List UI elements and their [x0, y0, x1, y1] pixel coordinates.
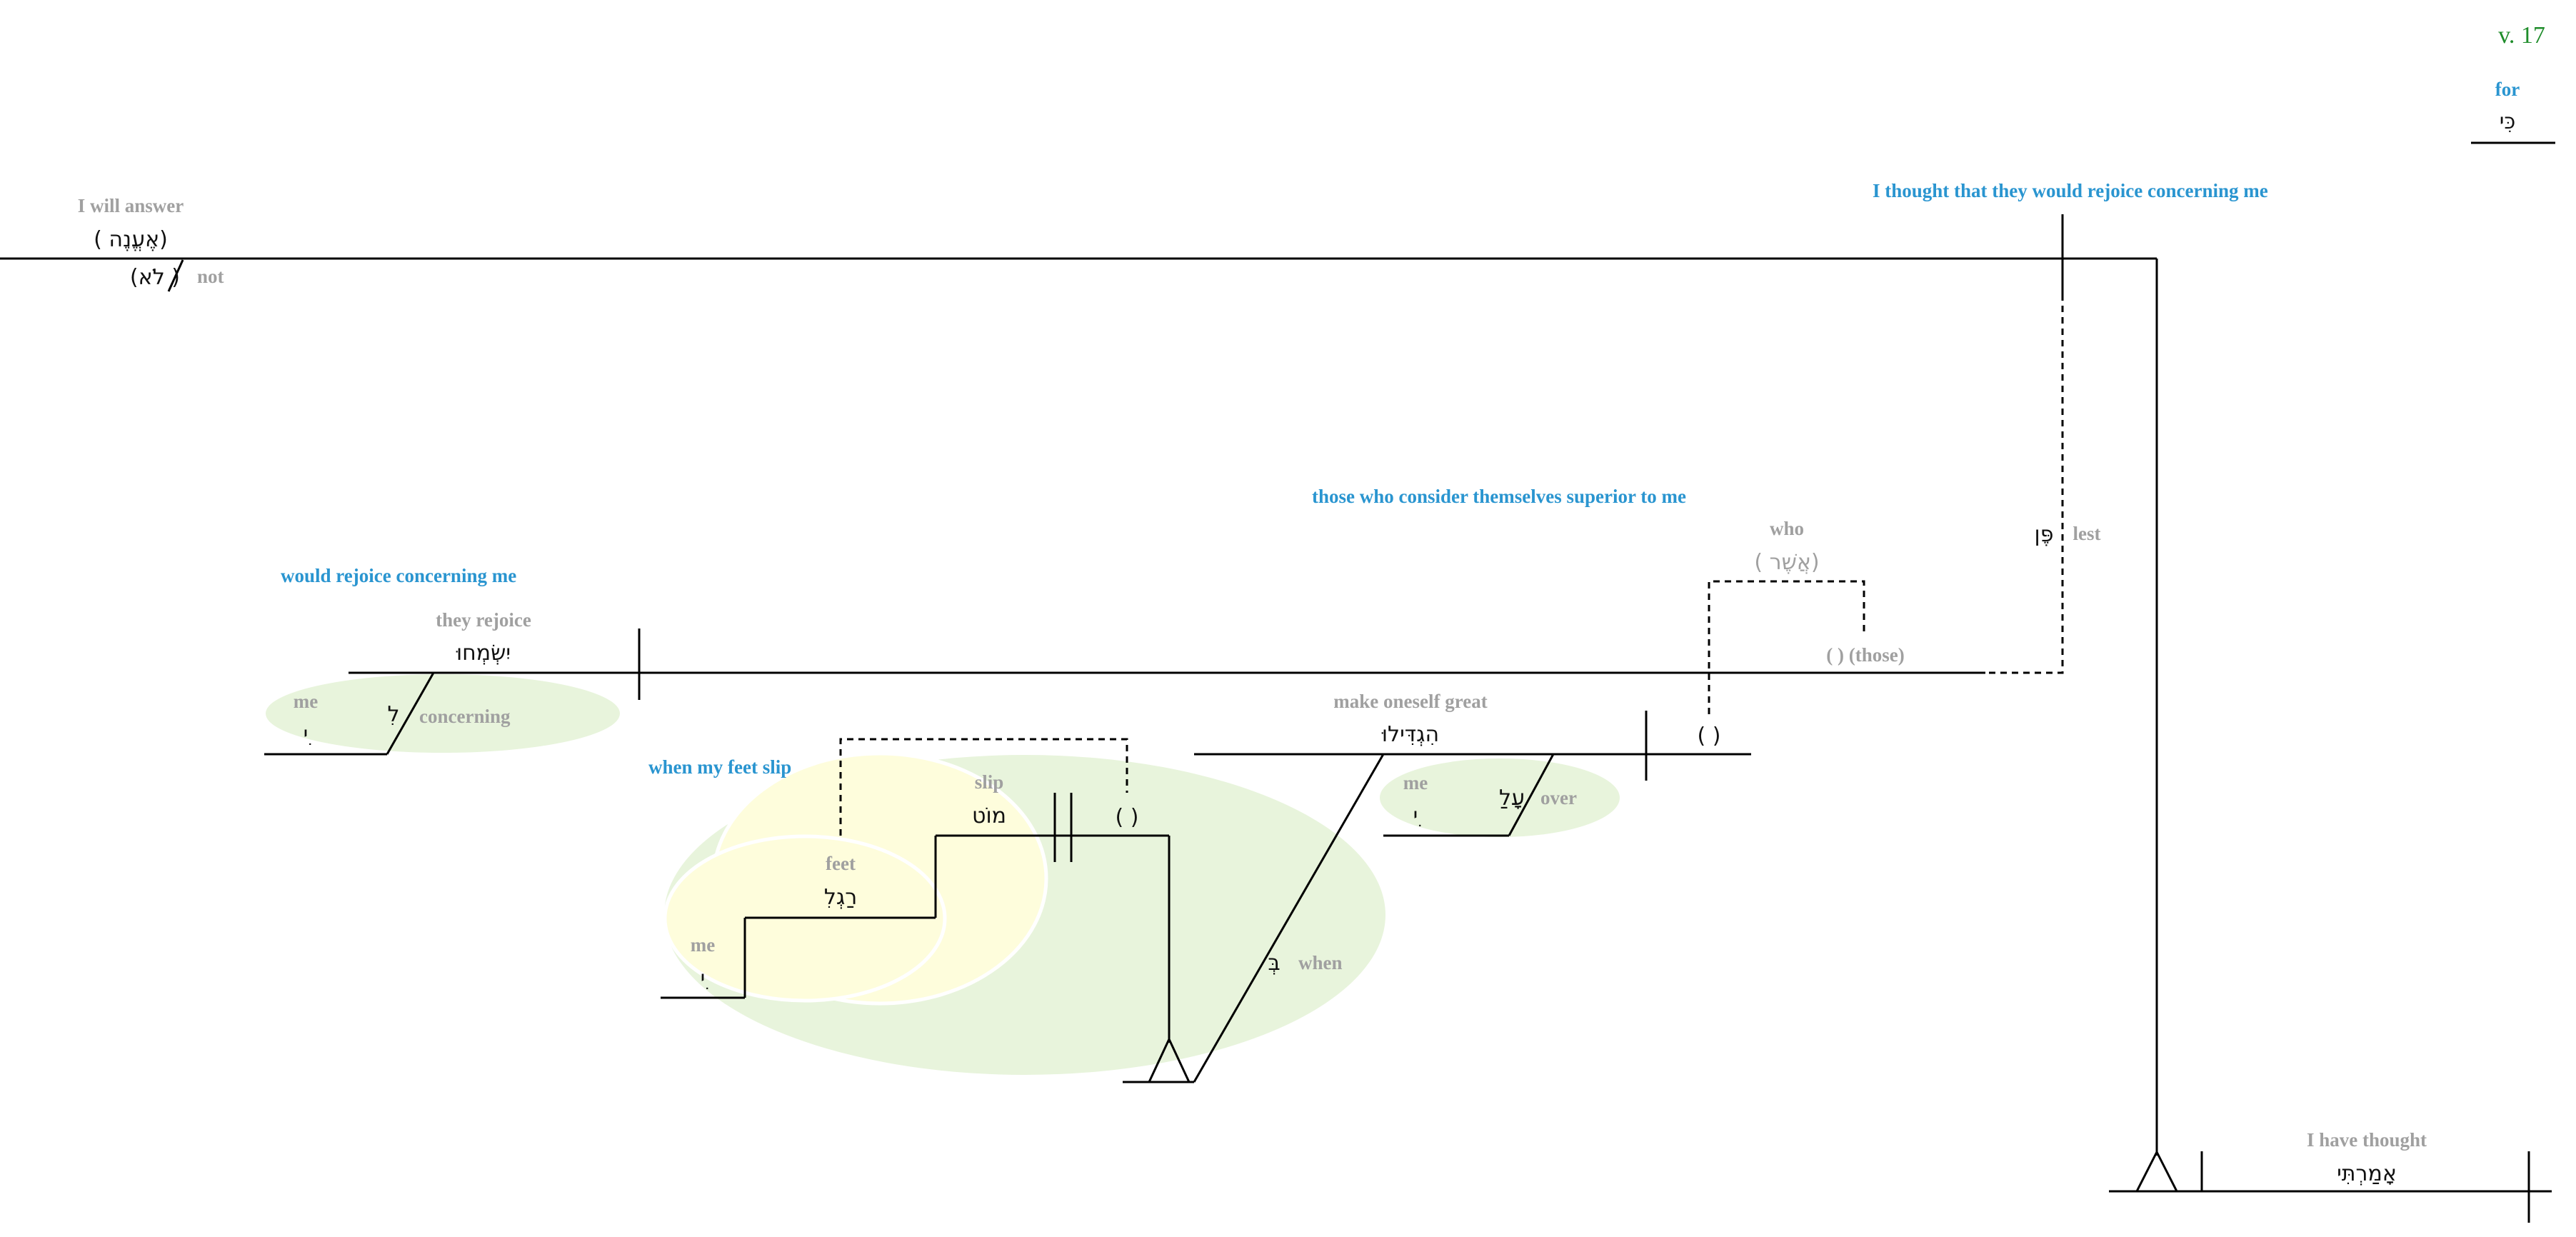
highlight-over-me — [1380, 758, 1620, 837]
clause-rejoice: would rejoice concerning me — [281, 565, 516, 586]
label-thought-heb: אָמַרְתִּי — [2337, 1161, 2397, 1186]
diagram-lines — [0, 141, 2555, 1223]
highlights — [266, 674, 1620, 1075]
highlight-concerning-me — [266, 674, 620, 753]
label-who-heb: ( אֲשֶׁר) — [1754, 550, 1819, 575]
label-me1-heb: ִי — [304, 722, 311, 747]
label-lest-heb: פֶּן — [2035, 522, 2054, 547]
label-rejoice-heb: יִשְׂמְחוּ — [456, 641, 511, 666]
label-not-en: not — [197, 266, 224, 287]
label-not-heb: (לֹא ) — [130, 265, 180, 290]
label-when-en: when — [1298, 952, 1343, 973]
label-when-heb: בְּ — [1268, 951, 1280, 976]
label-feet-heb: רַגְלִ — [824, 885, 857, 910]
verse-number: v. 17 — [2498, 22, 2545, 49]
label-me3-heb: ִי — [701, 966, 708, 991]
label-over-heb: עָלַ — [1499, 786, 1525, 811]
label-feet-en: feet — [826, 853, 856, 874]
label-me2-en: me — [1403, 772, 1428, 793]
label-great-en: make oneself great — [1333, 691, 1487, 712]
label-concerning-en: concerning — [419, 706, 511, 727]
label-me1-en: me — [294, 691, 318, 712]
label-answer-en: I will answer — [78, 195, 184, 216]
clause-superior: those who consider themselves superior t… — [1312, 486, 1686, 507]
label-empty-subject-2: ( ) — [1116, 805, 1139, 830]
label-those: ( ) (those) — [1826, 644, 1904, 666]
label-for-en: for — [2495, 79, 2520, 100]
label-who-en: who — [1770, 518, 1804, 539]
label-me2-heb: ִי — [1413, 803, 1421, 828]
label-for-heb: כִּי — [2500, 109, 2516, 134]
clause-feet: when my feet slip — [648, 756, 791, 778]
label-great-heb: הִגְדִּילוּ — [1381, 722, 1439, 747]
label-slip-heb: מוֹט — [972, 803, 1006, 828]
label-me3-en: me — [691, 934, 715, 956]
label-rejoice-en: they rejoice — [436, 609, 531, 631]
label-answer-heb: ( אֶעֱנֶה) — [94, 227, 168, 252]
label-slip-en: slip — [975, 771, 1004, 793]
label-over-en: over — [1540, 787, 1577, 808]
label-empty-subject: ( ) — [1698, 723, 1721, 748]
label-thought-en: I have thought — [2307, 1129, 2427, 1151]
clause-thought: I thought that they would rejoice concer… — [1873, 180, 2268, 201]
label-concerning-heb: לִ — [387, 702, 399, 727]
label-lest-en: lest — [2073, 523, 2101, 544]
diagram-text: v. 17 for כִּי I will answer ( אֶעֱנֶה) … — [78, 22, 2545, 1186]
